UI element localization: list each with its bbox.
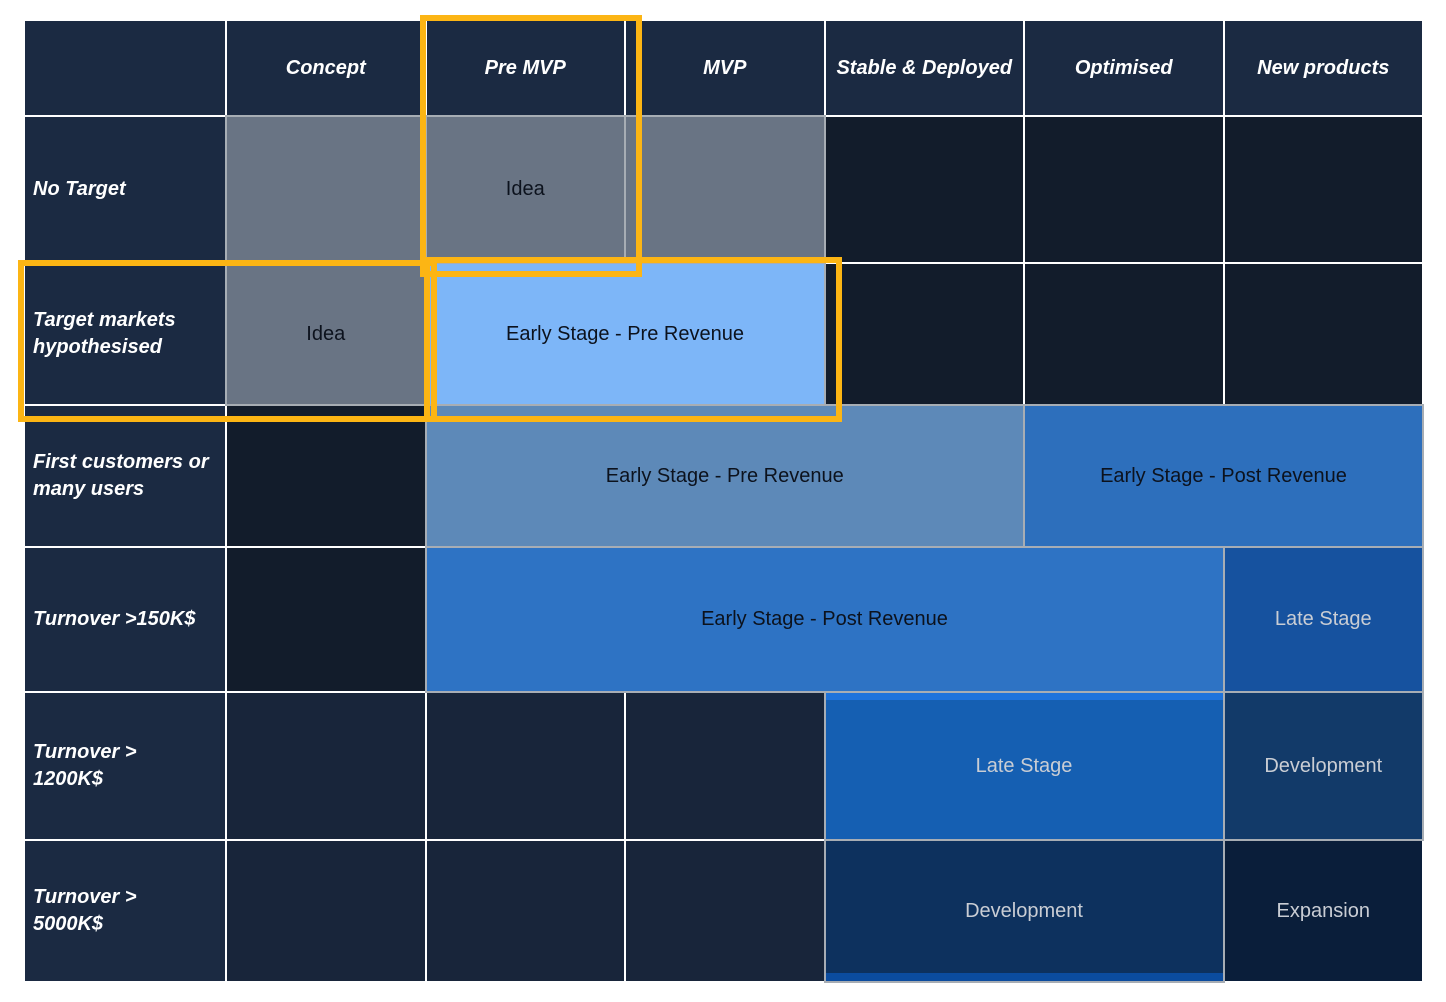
cell-turnover-150k-concept: [227, 548, 425, 691]
cell-no-target-stable-deployed: [825, 117, 1023, 262]
stage-early-pre-revenue-row3: Early Stage - Pre Revenue: [426, 406, 1023, 546]
cell-target-markets-optimised: [1025, 264, 1223, 404]
stage-development-row6: Development: [825, 841, 1223, 981]
column-header-concept: Concept: [227, 21, 425, 115]
cell-first-customers-concept: [227, 406, 425, 546]
cell-no-target-new-products: [1224, 117, 1422, 262]
cell-turnover-1200k-pre-mvp: [426, 693, 624, 839]
column-header-new-products: New products: [1224, 21, 1422, 115]
stage-late-stage-row4: Late Stage: [1224, 548, 1422, 691]
column-header-optimised: Optimised: [1025, 21, 1223, 115]
cell-target-markets-new-products: [1224, 264, 1422, 404]
column-header-stable-deployed: Stable & Deployed: [825, 21, 1023, 115]
cell-no-target-optimised: [1025, 117, 1223, 262]
stage-early-pre-revenue-row2: Early Stage - Pre Revenue: [426, 264, 824, 404]
cell-turnover-5000k-mvp: [626, 841, 824, 981]
cell-target-markets-stable-deployed: [825, 264, 1023, 404]
cell-turnover-1200k-concept: [227, 693, 425, 839]
column-header-pre-mvp: Pre MVP: [426, 21, 624, 115]
stage-development-row5: Development: [1224, 693, 1422, 839]
cell-turnover-5000k-concept: [227, 841, 425, 981]
corner-cell: [25, 21, 225, 115]
row-label-turnover-5000k: Turnover > 5000K$: [25, 841, 225, 981]
cell-no-target-concept: [227, 117, 425, 262]
row-label-no-target: No Target: [25, 117, 225, 262]
stage-expansion-row6: Expansion: [1224, 841, 1422, 981]
matrix-grid: Concept Pre MVP MVP Stable & Deployed Op…: [25, 21, 1422, 981]
cell-no-target-pre-mvp-idea: Idea: [426, 117, 624, 262]
stage-late-stage-row5: Late Stage: [825, 693, 1223, 839]
cell-no-target-mvp: [626, 117, 824, 262]
row-label-turnover-1200k: Turnover > 1200K$: [25, 693, 225, 839]
cell-target-markets-concept-idea: Idea: [227, 264, 425, 404]
cell-turnover-1200k-mvp: [626, 693, 824, 839]
column-header-mvp: MVP: [626, 21, 824, 115]
stage-early-post-revenue-row4: Early Stage - Post Revenue: [426, 548, 1223, 691]
row-label-turnover-150k: Turnover >150K$: [25, 548, 225, 691]
cell-turnover-5000k-pre-mvp: [426, 841, 624, 981]
stage-early-post-revenue-row3: Early Stage - Post Revenue: [1025, 406, 1422, 546]
row-label-first-customers: First customers or many users: [25, 406, 225, 546]
row-label-target-markets: Target markets hypothesised: [25, 264, 225, 404]
